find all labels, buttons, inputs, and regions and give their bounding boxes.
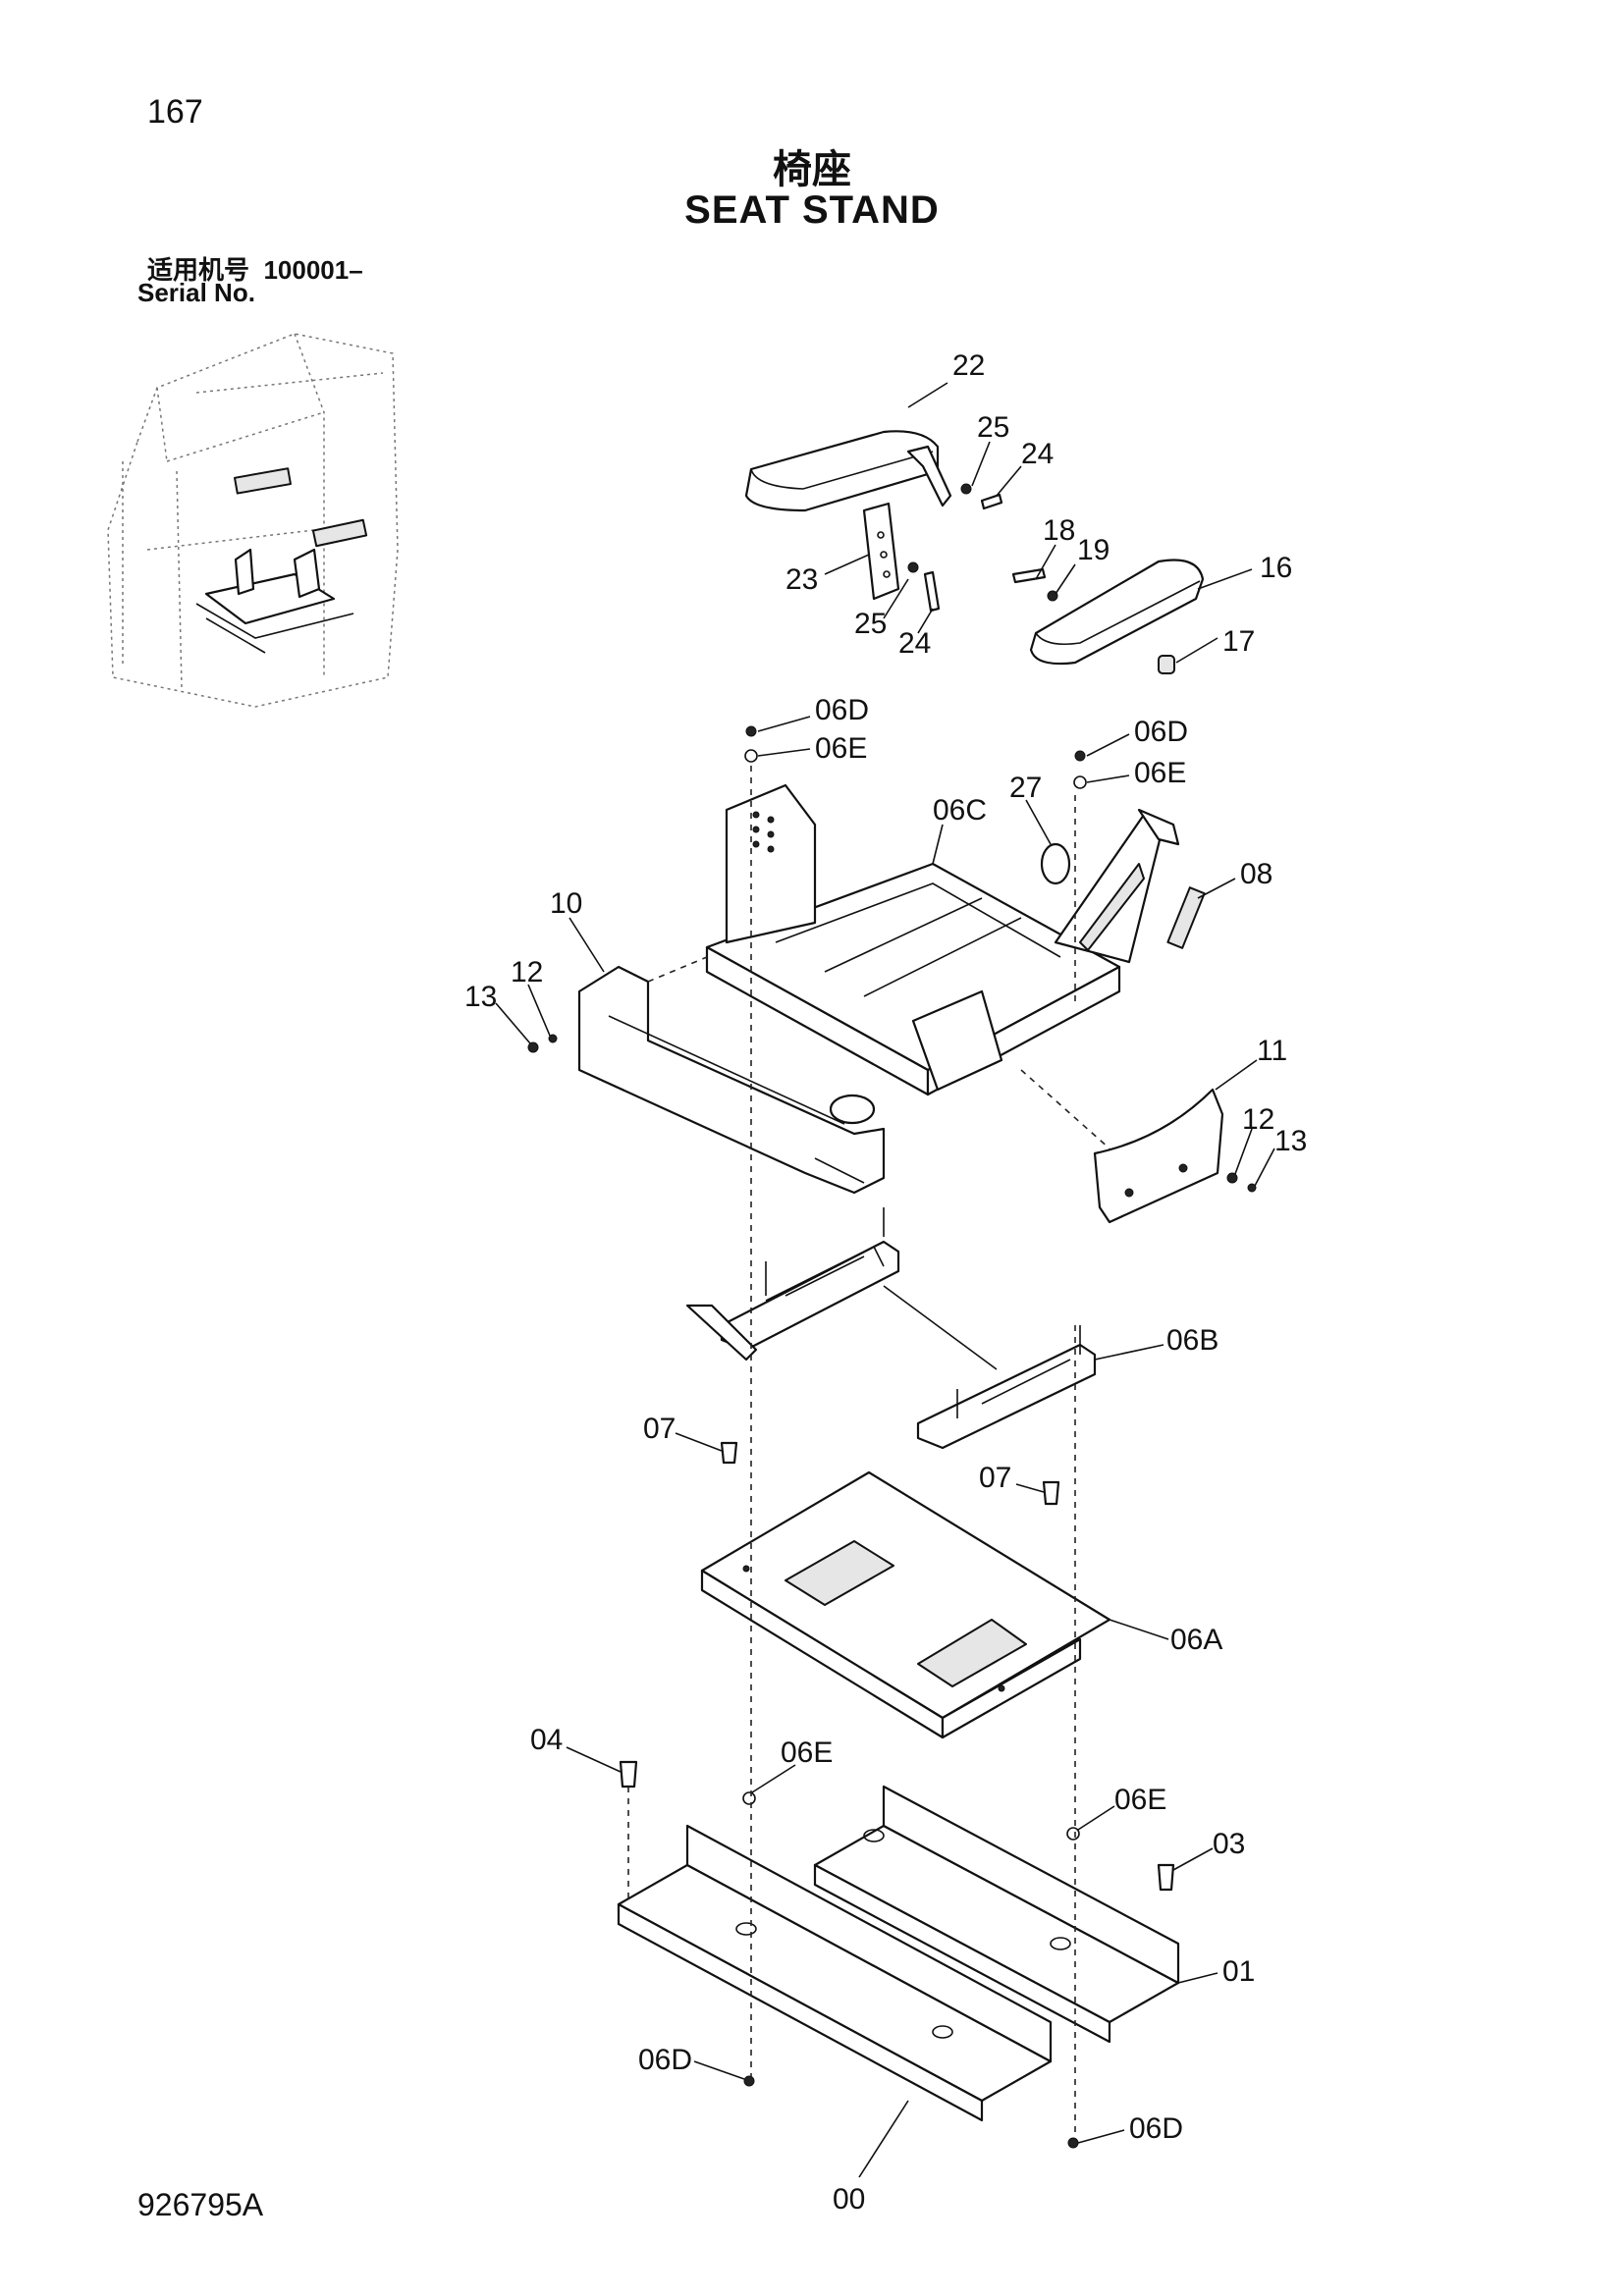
cab-locator-thumbnail: [107, 333, 399, 708]
callout-06e-lower-left: 06E: [781, 1736, 833, 1769]
callout-03: 03: [1213, 1828, 1245, 1860]
side-bracket-left-part: [577, 965, 886, 1195]
callout-18: 18: [1043, 514, 1075, 547]
callout-17: 17: [1222, 625, 1255, 658]
callout-06e-lower-right: 06E: [1114, 1784, 1166, 1816]
callout-19: 19: [1077, 534, 1110, 566]
callout-10: 10: [550, 887, 582, 920]
lever-part: [1166, 886, 1206, 949]
slide-rail-left-part: [685, 1207, 900, 1362]
callout-06e-top-left: 06E: [815, 732, 867, 765]
callout-24-lower: 24: [898, 627, 931, 660]
slide-rail-right-part: [916, 1325, 1097, 1450]
callout-25-lower: 25: [854, 608, 887, 640]
side-bracket-right-part: [1093, 1088, 1224, 1224]
callout-06d-bottom-left: 06D: [638, 2044, 692, 2076]
page-number: 167: [147, 93, 203, 131]
callout-08: 08: [1240, 858, 1272, 890]
callout-06d-top-left: 06D: [815, 694, 869, 726]
callout-24: 24: [1021, 438, 1054, 470]
callout-labels: 22 25 24 18 19 16 23 25 24 17 06D 06E 06…: [464, 349, 1307, 2216]
callout-22: 22: [952, 349, 985, 382]
base-plate-part: [700, 1470, 1111, 1739]
document-number: 926795A: [137, 2187, 264, 2222]
callout-06b: 06B: [1166, 1324, 1218, 1357]
bottom-rail-right-part: [813, 1785, 1180, 2044]
slide-rail-link: [883, 1285, 998, 1370]
armrest-left-part: [744, 430, 952, 512]
callout-06d-top-right: 06D: [1134, 716, 1188, 748]
fasteners: [619, 725, 1175, 2149]
callout-01: 01: [1222, 1955, 1255, 1988]
armrest-bracket-part: [862, 502, 900, 601]
armrest-right-part: [1029, 559, 1205, 674]
callout-25: 25: [977, 411, 1009, 444]
serial-label-chinese: 适用机号 100001–: [147, 250, 363, 287]
callout-13-left: 13: [464, 981, 497, 1013]
page-title: SEAT STAND: [684, 188, 940, 232]
callout-12-left: 12: [511, 956, 543, 988]
serial-label: Serial No.: [137, 278, 255, 307]
callout-06e-top-right: 06E: [1134, 757, 1186, 789]
serial-range: 100001–: [263, 255, 363, 285]
ring-part: [1040, 842, 1071, 885]
serial-label-cn-text: 适用机号: [147, 255, 250, 285]
callout-00: 00: [833, 2183, 865, 2216]
armrest-fasteners: [907, 483, 1058, 613]
callout-07-left: 07: [643, 1413, 676, 1445]
side-bracket-fasteners: [527, 1034, 1257, 1193]
callout-11: 11: [1257, 1035, 1287, 1067]
callout-04: 04: [530, 1724, 563, 1756]
bottom-rail-left-part: [617, 1824, 1053, 2122]
page-title-chinese: 椅座: [773, 148, 851, 191]
callout-06d-bottom-right: 06D: [1129, 2112, 1183, 2145]
assembly-lines: [627, 766, 1110, 2138]
callout-23: 23: [785, 563, 818, 596]
leader-lines: [495, 382, 1275, 2178]
callout-27: 27: [1009, 772, 1042, 804]
callout-13-right: 13: [1274, 1125, 1307, 1157]
callout-07-right: 07: [979, 1462, 1011, 1494]
callout-12-right: 12: [1242, 1103, 1274, 1136]
callout-06c: 06C: [933, 794, 987, 827]
seat-stand-frame-part: [705, 783, 1180, 1096]
callout-06a: 06A: [1170, 1624, 1222, 1656]
callout-16: 16: [1260, 552, 1292, 584]
